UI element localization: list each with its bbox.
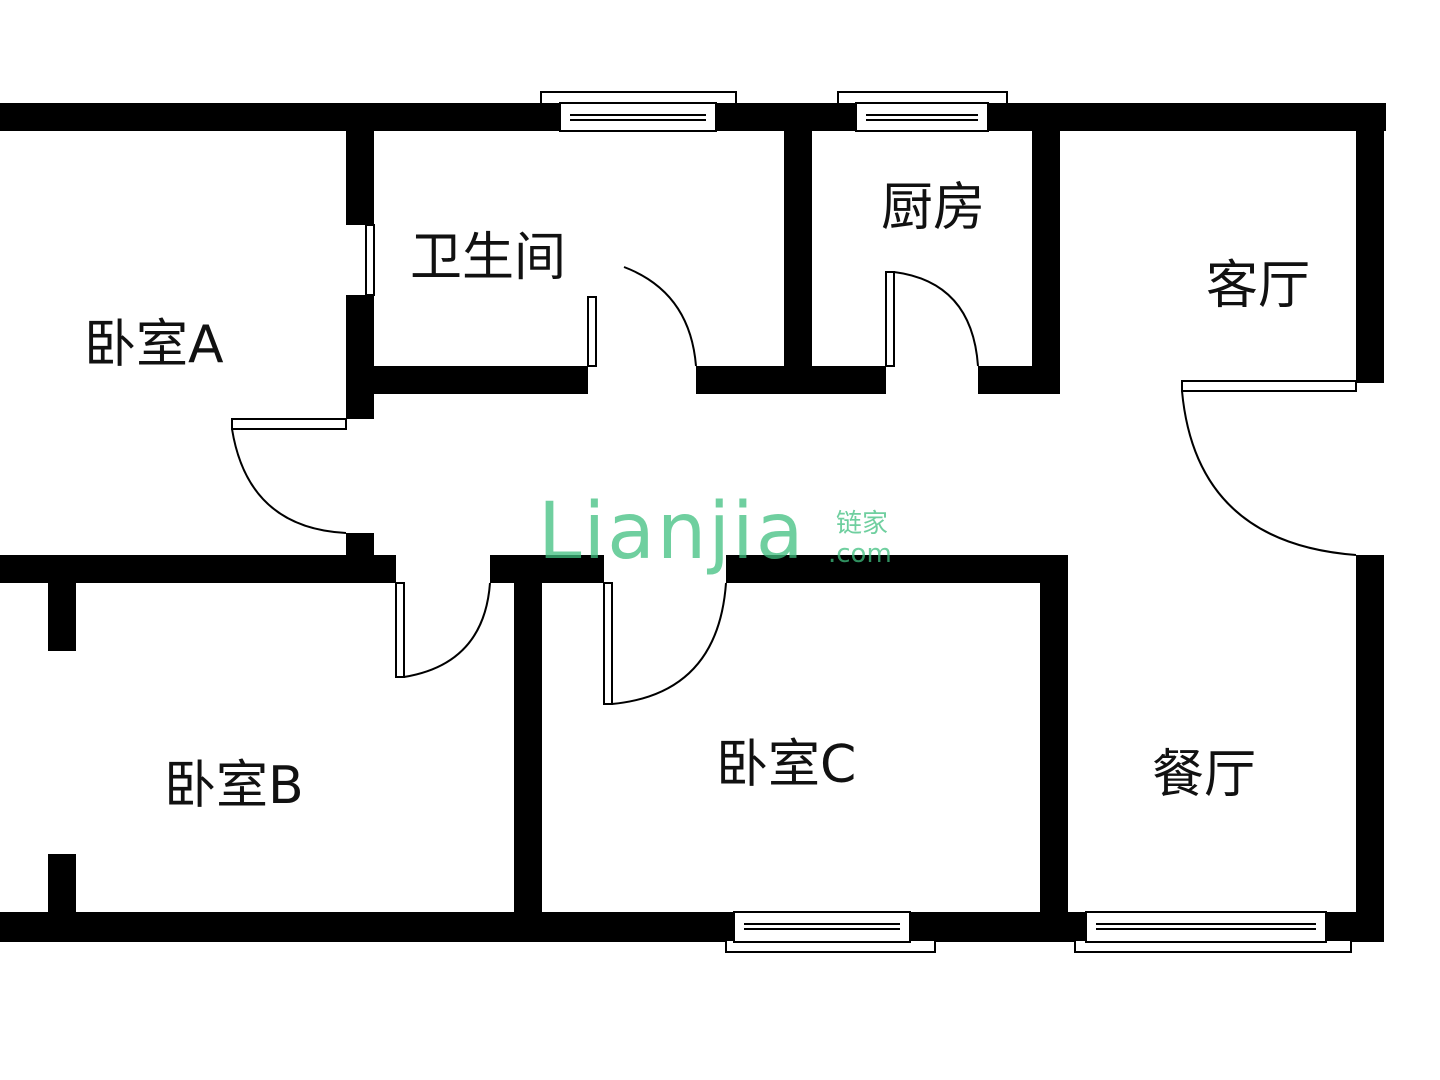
wall-mid-center	[490, 555, 604, 583]
doors	[231, 224, 1357, 705]
door-kitchen	[885, 271, 979, 367]
wall-bottom-right	[1326, 912, 1384, 942]
watermark-brand: Lianjia	[538, 487, 806, 577]
door-bathroom	[587, 266, 697, 367]
room-label-bedroom-a: 卧室A	[84, 315, 224, 375]
room-label-dining: 餐厅	[1152, 745, 1256, 805]
room-label-living: 客厅	[1206, 256, 1310, 316]
room-label-bedroom-b: 卧室B	[164, 756, 304, 816]
room-labels: 卫生间 厨房 客厅 卧室A 卧室B 卧室C 餐厅	[84, 178, 1310, 816]
wall-mid-right	[726, 555, 1068, 583]
door-bedroom-b	[395, 582, 491, 678]
wall-right-upper	[1356, 103, 1384, 383]
wall-kitchen-living-divider	[1032, 103, 1060, 394]
wall-bedroom-b-c-divider	[514, 555, 542, 942]
window-bedroom-c	[725, 911, 936, 953]
walls	[0, 103, 1386, 942]
wall-bedroom-c-dining-divider	[1040, 555, 1068, 942]
windows	[540, 91, 1352, 953]
wall-bottom-left	[0, 912, 734, 942]
watermark-brand-cn: 链家	[836, 509, 888, 539]
wall-bathroom-bottom	[346, 366, 588, 394]
door-bedroom-a	[231, 418, 347, 534]
room-label-bathroom: 卫生间	[410, 228, 566, 288]
room-label-kitchen: 厨房	[881, 178, 985, 238]
door-bathroom-side	[365, 224, 375, 296]
wall-bath-kitchen-divider	[784, 103, 812, 394]
wall-top-left	[0, 103, 560, 131]
room-label-bedroom-c: 卧室C	[716, 735, 856, 795]
door-bedroom-c	[603, 582, 727, 705]
watermark: Lianjia 链家 .com	[538, 487, 892, 577]
watermark-domain: .com	[828, 539, 892, 569]
wall-bedroom-b-stub-top	[48, 583, 76, 651]
door-living	[1181, 380, 1357, 556]
wall-bathroom-left-top	[346, 103, 374, 225]
window-kitchen	[837, 91, 1008, 132]
window-dining	[1074, 911, 1352, 953]
wall-mid-left	[0, 555, 396, 583]
wall-right-lower	[1356, 555, 1384, 942]
wall-bedroom-b-stub-bottom	[48, 854, 76, 914]
wall-bathroom-left-bottom	[346, 295, 374, 419]
window-bathroom	[540, 91, 737, 132]
